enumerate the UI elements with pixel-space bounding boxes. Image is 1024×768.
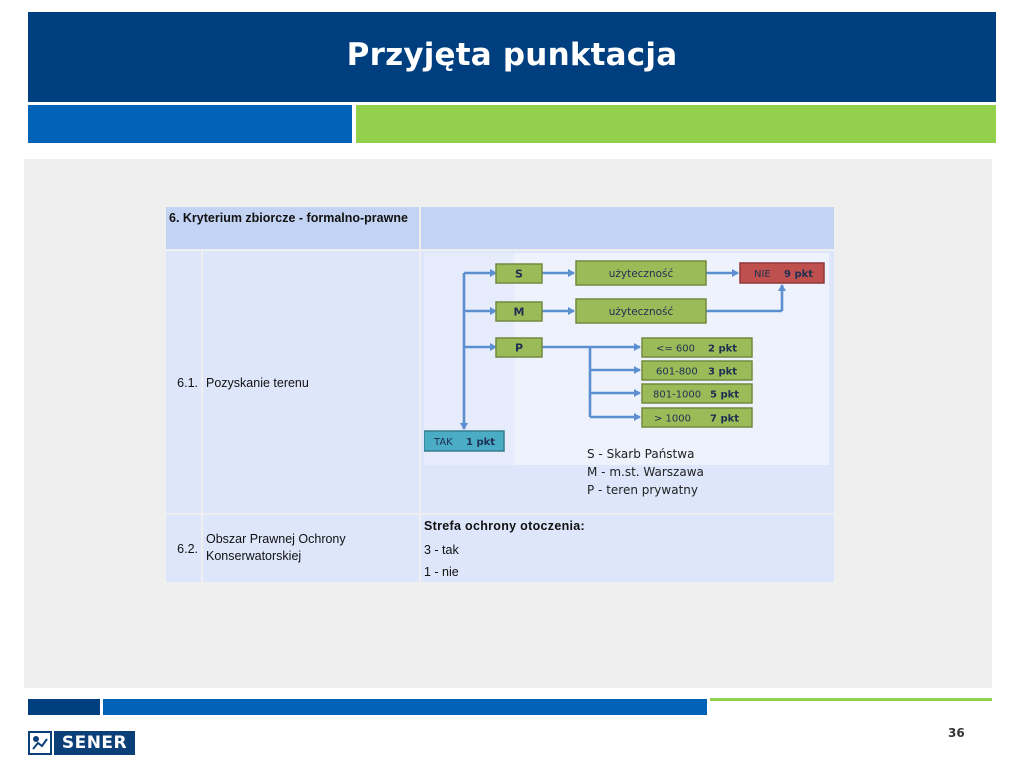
- node-range-3-label: 801-1000: [653, 390, 701, 401]
- footer-accent-blue: [103, 699, 707, 715]
- row-label-cell: Pozyskanie terenu: [203, 251, 419, 513]
- node-range-4: > 1000 7 pkt: [641, 407, 753, 428]
- legend-item: P - teren prywatny: [587, 483, 698, 497]
- node-utility-1: użyteczność: [575, 260, 707, 286]
- sener-logo: SENER: [28, 731, 135, 755]
- row-label: Obszar Prawnej Ochrony Konserwatorskiej: [206, 532, 346, 563]
- flowchart-legend: S - Skarb Państwa M - m.st. Warszawa P -…: [587, 445, 704, 499]
- node-nie-points: 9 pkt: [784, 269, 813, 280]
- protection-zone-option: 1 - nie: [424, 565, 459, 579]
- node-utility-1-label: użyteczność: [609, 268, 674, 280]
- table-header-criterion: 6. Kryterium zbiorcze - formalno-prawne: [166, 207, 419, 249]
- node-p: P: [495, 337, 543, 358]
- row-detail-cell: Strefa ochrony otoczenia: 3 - tak 1 - ni…: [421, 515, 834, 582]
- row-number-cell: 6.2.: [166, 515, 201, 582]
- footer-accent-green: [710, 698, 992, 701]
- node-p-label: P: [515, 342, 523, 355]
- land-acquisition-flowchart: S M P użyteczność użyteczność: [424, 253, 829, 465]
- legend-item: S - Skarb Państwa: [587, 447, 695, 461]
- node-tak-points: 1 pkt: [466, 437, 495, 448]
- node-range-2: 601-800 3 pkt: [641, 360, 753, 381]
- legend-item: M - m.st. Warszawa: [587, 465, 704, 479]
- logo-emblem-icon: [28, 731, 52, 755]
- criteria-table: 6. Kryterium zbiorcze - formalno-prawne …: [166, 207, 834, 582]
- node-nie: NIE 9 pkt: [739, 262, 825, 284]
- row-detail-cell: S M P użyteczność użyteczność: [421, 251, 834, 513]
- title-bar: Przyjęta punktacja: [28, 12, 996, 102]
- slide-title: Przyjęta punktacja: [346, 37, 678, 73]
- node-utility-2: użyteczność: [575, 298, 707, 324]
- node-tak: TAK 1 pkt: [424, 430, 505, 452]
- node-range-3-points: 5 pkt: [710, 390, 739, 401]
- row-label: Pozyskanie terenu: [206, 376, 309, 390]
- row-label-cell: Obszar Prawnej Ochrony Konserwatorskiej: [203, 515, 419, 582]
- node-range-2-label: 601-800: [656, 367, 698, 378]
- footer-accent-dark: [28, 699, 100, 715]
- node-utility-2-label: użyteczność: [609, 306, 674, 318]
- header-accent-green: [356, 105, 996, 143]
- node-range-1: <= 600 2 pkt: [641, 337, 753, 358]
- row-number-cell: 6.1.: [166, 251, 201, 513]
- node-tak-label: TAK: [433, 437, 453, 448]
- node-range-4-points: 7 pkt: [710, 414, 739, 425]
- table-header-empty: [421, 207, 834, 249]
- node-nie-label: NIE: [754, 269, 771, 280]
- node-m-label: M: [514, 306, 525, 319]
- node-range-1-points: 2 pkt: [708, 344, 737, 355]
- node-range-2-points: 3 pkt: [708, 367, 737, 378]
- row-number: 6.1.: [177, 376, 198, 390]
- node-s: S: [495, 263, 543, 284]
- page-number: 36: [948, 726, 965, 740]
- node-range-4-label: > 1000: [654, 414, 691, 425]
- node-s-label: S: [515, 268, 523, 281]
- row-number: 6.2.: [177, 542, 198, 556]
- protection-zone-heading: Strefa ochrony otoczenia:: [424, 519, 585, 533]
- criterion-heading: 6. Kryterium zbiorcze - formalno-prawne: [169, 211, 408, 225]
- protection-zone-option: 3 - tak: [424, 543, 459, 557]
- node-range-1-label: <= 600: [656, 344, 695, 355]
- header-accent-blue: [28, 105, 352, 143]
- node-range-3: 801-1000 5 pkt: [641, 383, 753, 404]
- logo-wordmark: SENER: [54, 731, 135, 755]
- node-m: M: [495, 301, 543, 322]
